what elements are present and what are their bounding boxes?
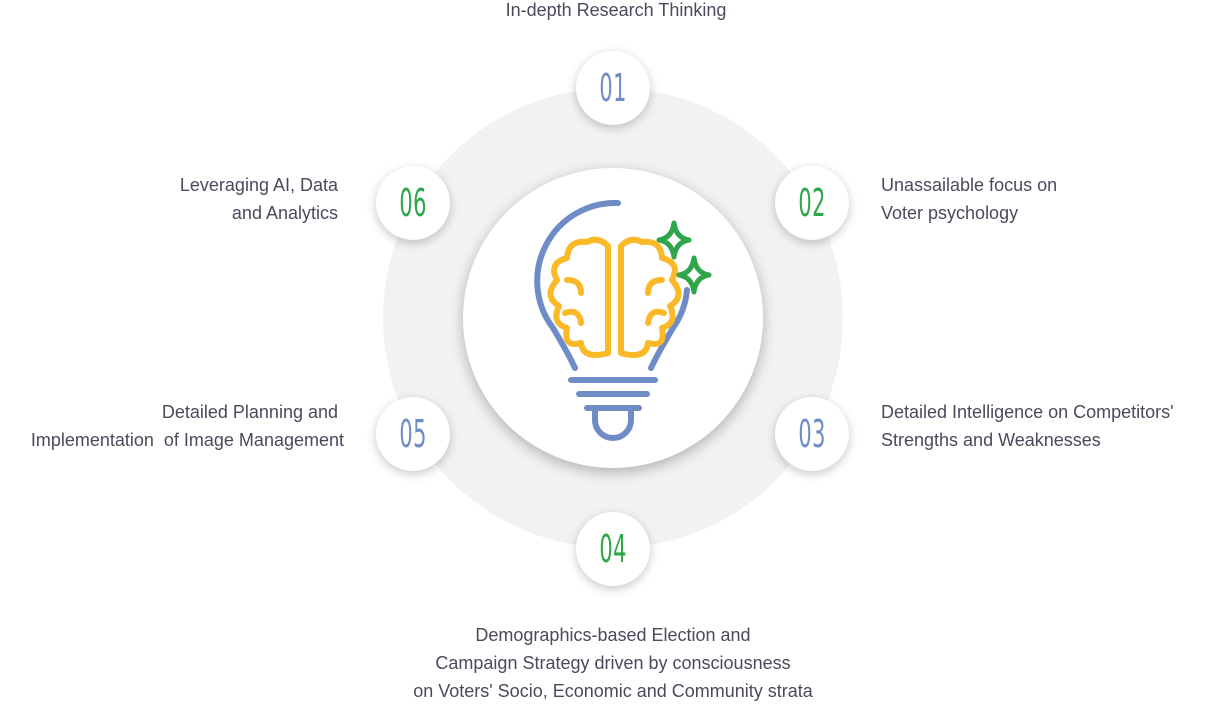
step-06-badge: 06 — [376, 166, 450, 240]
step-02-badge: 02 — [775, 166, 849, 240]
step-number: 06 — [399, 181, 427, 225]
step-03-label: Detailed Intelligence on Competitors' Str… — [881, 398, 1174, 454]
label-line: Campaign Strategy driven by consciousnes… — [435, 653, 791, 673]
step-number: 01 — [599, 66, 627, 110]
lightbulb-brain-icon — [534, 199, 712, 441]
center-circle — [463, 168, 763, 468]
label-line: In-depth Research Thinking — [505, 0, 727, 20]
step-05-badge: 05 — [376, 397, 450, 471]
label-line: Voter psychology — [881, 203, 1019, 223]
label-line: Detailed Intelligence on Competitors' — [881, 402, 1174, 422]
step-number: 04 — [599, 527, 627, 571]
label-line: on Voters' Socio, Economic and Community… — [413, 681, 813, 701]
step-06-label: Leveraging AI, Data and Analytics — [180, 171, 338, 227]
step-03-badge: 03 — [775, 397, 849, 471]
label-line: Strengths and Weaknesses — [881, 430, 1101, 450]
step-01-badge: 01 — [576, 51, 650, 125]
label-line: Demographics-based Election and — [475, 625, 751, 645]
label-line: Unassailable focus on — [881, 175, 1058, 195]
step-02-label: Unassailable focus on Voter psychology — [881, 171, 1057, 227]
step-number: 03 — [798, 412, 826, 456]
step-number: 05 — [399, 412, 427, 456]
label-line: and Analytics — [231, 203, 338, 223]
label-line: Detailed Planning and — [161, 402, 338, 422]
step-04-badge: 04 — [576, 512, 650, 586]
step-number: 02 — [798, 181, 826, 225]
label-line: Implementation of Image Management — [30, 430, 344, 450]
label-line: Leveraging AI, Data — [179, 175, 338, 195]
step-01-label: In-depth Research Thinking — [416, 0, 816, 24]
